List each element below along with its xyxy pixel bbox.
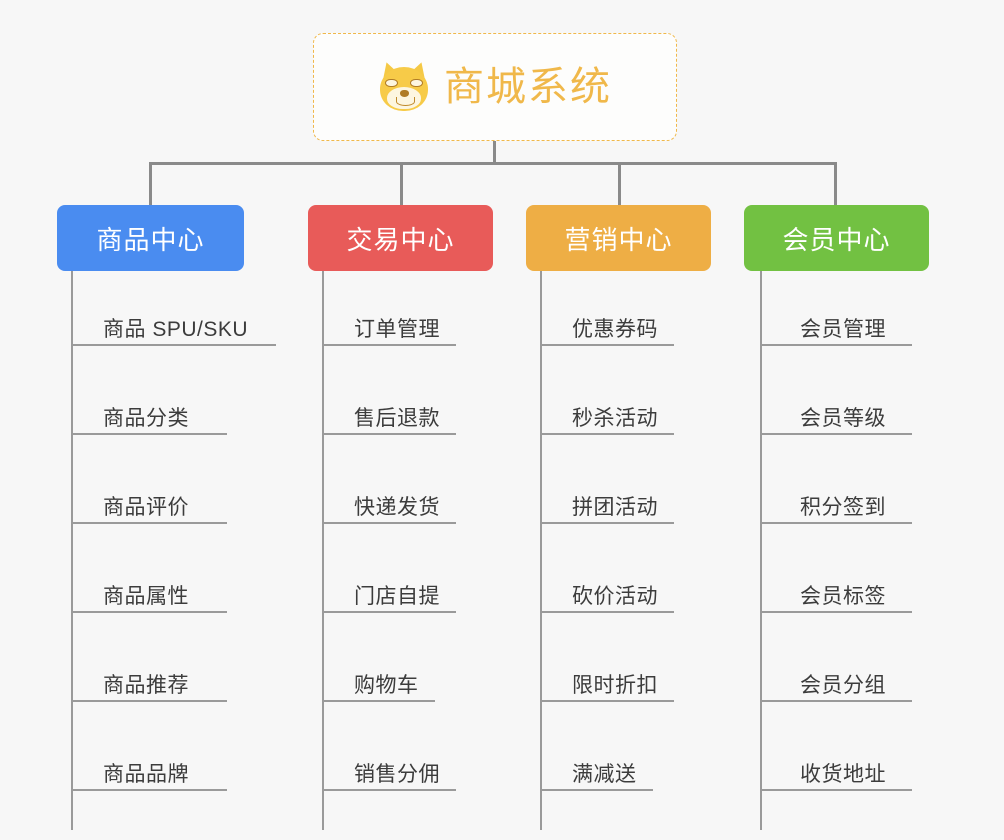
leaf-underline (540, 700, 674, 702)
leaf-label: 会员等级 (800, 407, 886, 430)
leaf-label: 砍价活动 (572, 585, 658, 608)
leaf-underline (71, 700, 227, 702)
leaf-underline (322, 789, 456, 791)
leaf-underline (322, 433, 456, 435)
root-node[interactable]: 商城系统 (313, 33, 677, 141)
connector-drop-4 (834, 162, 837, 207)
leaf-underline (540, 433, 674, 435)
leaf-underline (760, 789, 912, 791)
leaf-underline (760, 433, 912, 435)
leaf-underline (322, 344, 456, 346)
leaf-underline (71, 522, 227, 524)
branch-header-label: 会员中心 (782, 224, 891, 255)
leaf-label: 收货地址 (800, 763, 886, 786)
leaf-underline (71, 433, 227, 435)
leaf-underline (540, 344, 674, 346)
leaf-label: 购物车 (354, 674, 419, 697)
leaf-label: 销售分佣 (354, 763, 440, 786)
leaf-underline (322, 611, 456, 613)
connector-horizontal-bus (149, 162, 837, 165)
leaf-label: 限时折扣 (572, 674, 658, 697)
shiba-dog-face-icon (377, 59, 431, 113)
branch-header-label: 交易中心 (346, 224, 455, 255)
leaf-label: 满减送 (572, 763, 637, 786)
branch-spine-1 (71, 271, 73, 830)
leaf-underline (71, 789, 227, 791)
leaf-label: 会员标签 (800, 585, 886, 608)
leaf-label: 商品评价 (103, 496, 189, 519)
leaf-label: 售后退款 (354, 407, 440, 430)
leaf-label: 商品分类 (103, 407, 189, 430)
leaf-underline (760, 700, 912, 702)
branch-spine-2 (322, 271, 324, 830)
branch-spine-3 (540, 271, 542, 830)
leaf-underline (760, 522, 912, 524)
leaf-underline (760, 611, 912, 613)
leaf-label: 会员管理 (800, 318, 886, 341)
leaf-underline (540, 789, 653, 791)
branch-header-2[interactable]: 交易中心 (308, 205, 493, 271)
branch-header-1[interactable]: 商品中心 (57, 205, 244, 271)
leaf-label: 优惠券码 (572, 318, 658, 341)
leaf-label: 商品 SPU/SKU (103, 318, 249, 341)
leaf-label: 秒杀活动 (572, 407, 658, 430)
leaf-underline (322, 522, 456, 524)
leaf-underline (322, 700, 435, 702)
leaf-underline (71, 611, 227, 613)
leaf-label: 拼团活动 (572, 496, 658, 519)
root-title: 商城系统 (444, 65, 612, 109)
leaf-label: 快递发货 (354, 496, 440, 519)
connector-drop-1 (149, 162, 152, 207)
leaf-label: 门店自提 (354, 585, 440, 608)
connector-drop-3 (618, 162, 621, 207)
leaf-label: 商品品牌 (103, 763, 189, 786)
connector-drop-2 (400, 162, 403, 207)
branch-header-label: 商品中心 (96, 224, 205, 255)
leaf-underline (71, 344, 276, 346)
leaf-underline (540, 522, 674, 524)
branch-header-3[interactable]: 营销中心 (526, 205, 711, 271)
leaf-label: 商品属性 (103, 585, 189, 608)
leaf-underline (760, 344, 912, 346)
leaf-label: 商品推荐 (103, 674, 189, 697)
branch-header-4[interactable]: 会员中心 (744, 205, 929, 271)
leaf-label: 积分签到 (800, 496, 886, 519)
leaf-label: 会员分组 (800, 674, 886, 697)
leaf-label: 订单管理 (354, 318, 440, 341)
branch-header-label: 营销中心 (564, 224, 673, 255)
connector-root-stem (493, 141, 496, 165)
leaf-underline (540, 611, 674, 613)
branch-spine-4 (760, 271, 762, 830)
